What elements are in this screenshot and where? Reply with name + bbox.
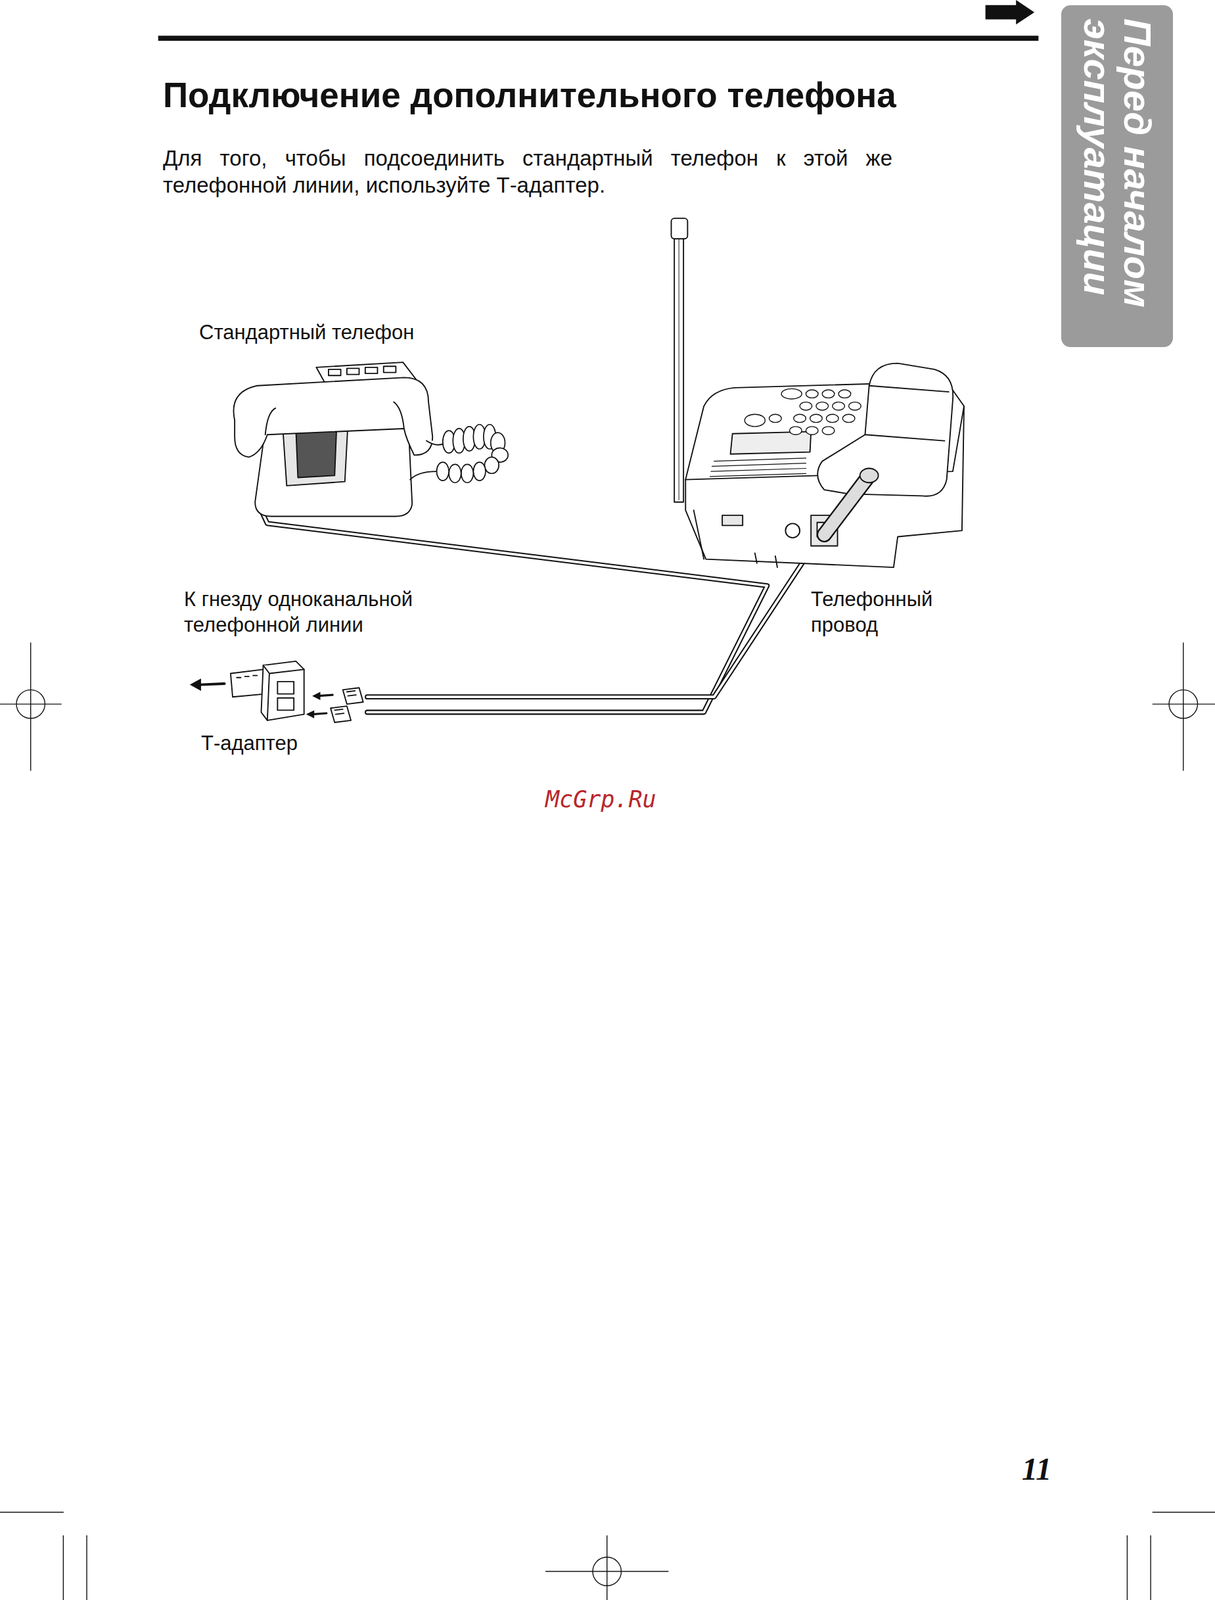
- cord-label: Телефонный провод: [810, 586, 963, 639]
- crop-marks: [0, 642, 1215, 1600]
- phone-label: Стандартный телефон: [199, 320, 414, 346]
- base-unit: [671, 218, 965, 568]
- page-number: 11: [1021, 1448, 1052, 1489]
- next-page-arrow: [985, 0, 1035, 25]
- line-jack-label: К гнезду одноканальной телефонной линии: [183, 586, 474, 639]
- page-title: Подключение дополнительного телефона: [162, 73, 897, 117]
- intro-text: Для того, чтобы подсоединить стандартный…: [162, 144, 893, 200]
- t-adapter: [230, 661, 305, 721]
- watermark: McGrp.Ru: [545, 785, 657, 815]
- tab-text: Перед началом эксплуатации: [1077, 18, 1158, 334]
- adapter-label: Т-адаптер: [201, 730, 298, 757]
- top-rule: [158, 35, 1039, 41]
- section-tab: Перед началом эксплуатации: [1061, 5, 1173, 347]
- standard-telephone: [233, 362, 508, 516]
- modular-plugs: [330, 687, 364, 723]
